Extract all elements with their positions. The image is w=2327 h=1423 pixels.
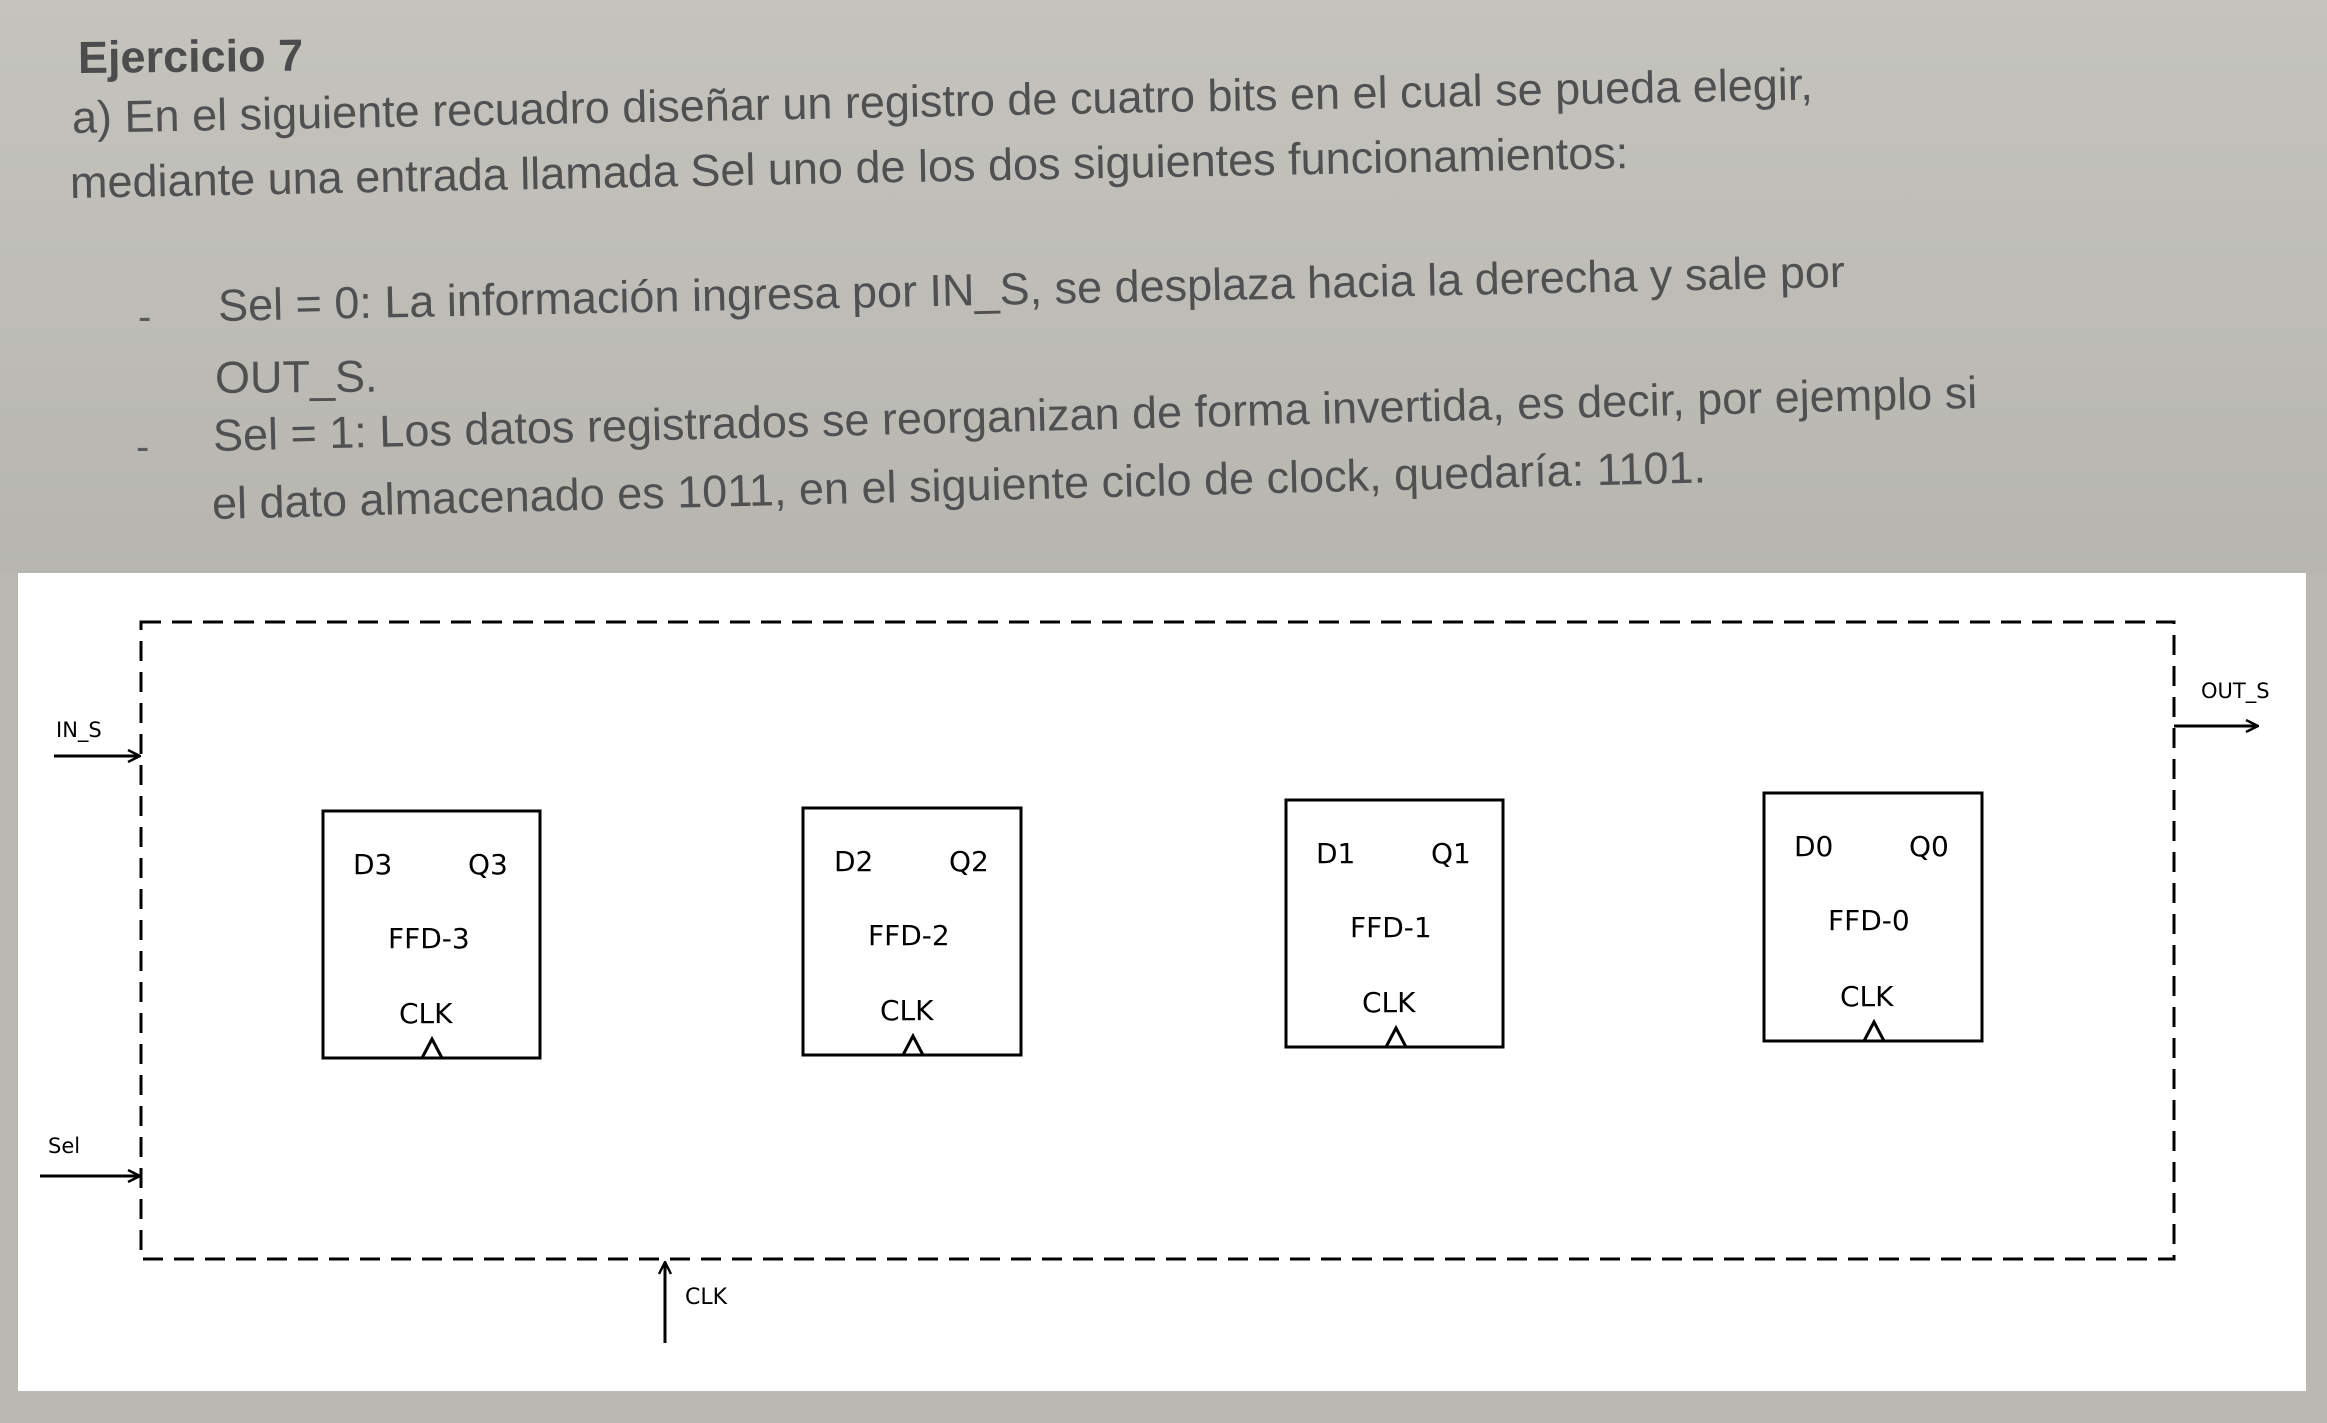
out-s-output: OUT_S xyxy=(2174,679,2270,726)
diagram-panel: IN_S Sel CLK OUT_S D3 Q3 FFD-3 CLK xyxy=(18,573,2306,1391)
exercise-photo: Ejercicio 7 a) En el siguiente recuadro … xyxy=(0,0,2327,575)
flipflop-ffd-2: D2 Q2 FFD-2 CLK xyxy=(801,806,1023,1057)
flipflop-name: FFD-3 xyxy=(388,922,470,955)
sel-input: Sel xyxy=(40,1134,140,1176)
out-s-label: OUT_S xyxy=(2201,679,2270,704)
q-pin-label: Q2 xyxy=(949,845,989,878)
clk-pin-label: CLK xyxy=(1362,986,1416,1019)
in-s-input: IN_S xyxy=(54,718,140,756)
flipflop-name: FFD-2 xyxy=(868,919,950,952)
sel-label: Sel xyxy=(48,1134,80,1158)
in-s-label: IN_S xyxy=(56,718,102,743)
flipflop-name: FFD-1 xyxy=(1350,911,1432,944)
flipflop-ffd-1: D1 Q1 FFD-1 CLK xyxy=(1284,798,1505,1049)
q-pin-label: Q3 xyxy=(468,848,508,881)
d-pin-label: D1 xyxy=(1316,837,1355,870)
flipflop-name: FFD-0 xyxy=(1828,904,1910,937)
item-sel0-line-2: OUT_S. xyxy=(214,350,378,403)
clock-triangle-icon xyxy=(901,1032,925,1056)
flipflop-box xyxy=(1284,798,1505,1049)
clock-triangle-icon xyxy=(1384,1024,1408,1048)
item-bullet: - xyxy=(136,425,150,469)
clk-pin-label: CLK xyxy=(880,994,934,1027)
item-sel0-line-1: Sel = 0: La información ingresa por IN_S… xyxy=(217,245,1846,331)
q-pin-label: Q1 xyxy=(1431,837,1471,870)
clock-triangle-icon xyxy=(420,1035,444,1059)
flipflop-box xyxy=(321,809,542,1060)
d-pin-label: D2 xyxy=(834,845,873,878)
flipflop-box xyxy=(1762,791,1984,1043)
item-bullet: - xyxy=(138,295,152,339)
d-pin-label: D0 xyxy=(1794,830,1833,863)
register-diagram: IN_S Sel CLK OUT_S D3 Q3 FFD-3 CLK xyxy=(40,620,2270,1343)
clk-pin-label: CLK xyxy=(399,997,453,1030)
flipflop-ffd-0: D0 Q0 FFD-0 CLK xyxy=(1762,791,1984,1043)
item-sel1-line-1: Sel = 1: Los datos registrados se reorga… xyxy=(212,366,1978,461)
exercise-title: Ejercicio 7 xyxy=(77,29,304,83)
q-pin-label: Q0 xyxy=(1909,830,1949,863)
d-pin-label: D3 xyxy=(353,848,392,881)
clk-pin-label: CLK xyxy=(1840,980,1894,1013)
clock-triangle-icon xyxy=(1862,1018,1886,1042)
clk-input: CLK xyxy=(665,1262,728,1343)
flipflop-box xyxy=(801,806,1023,1057)
clk-label: CLK xyxy=(685,1285,728,1310)
flipflop-ffd-3: D3 Q3 FFD-3 CLK xyxy=(321,809,542,1060)
